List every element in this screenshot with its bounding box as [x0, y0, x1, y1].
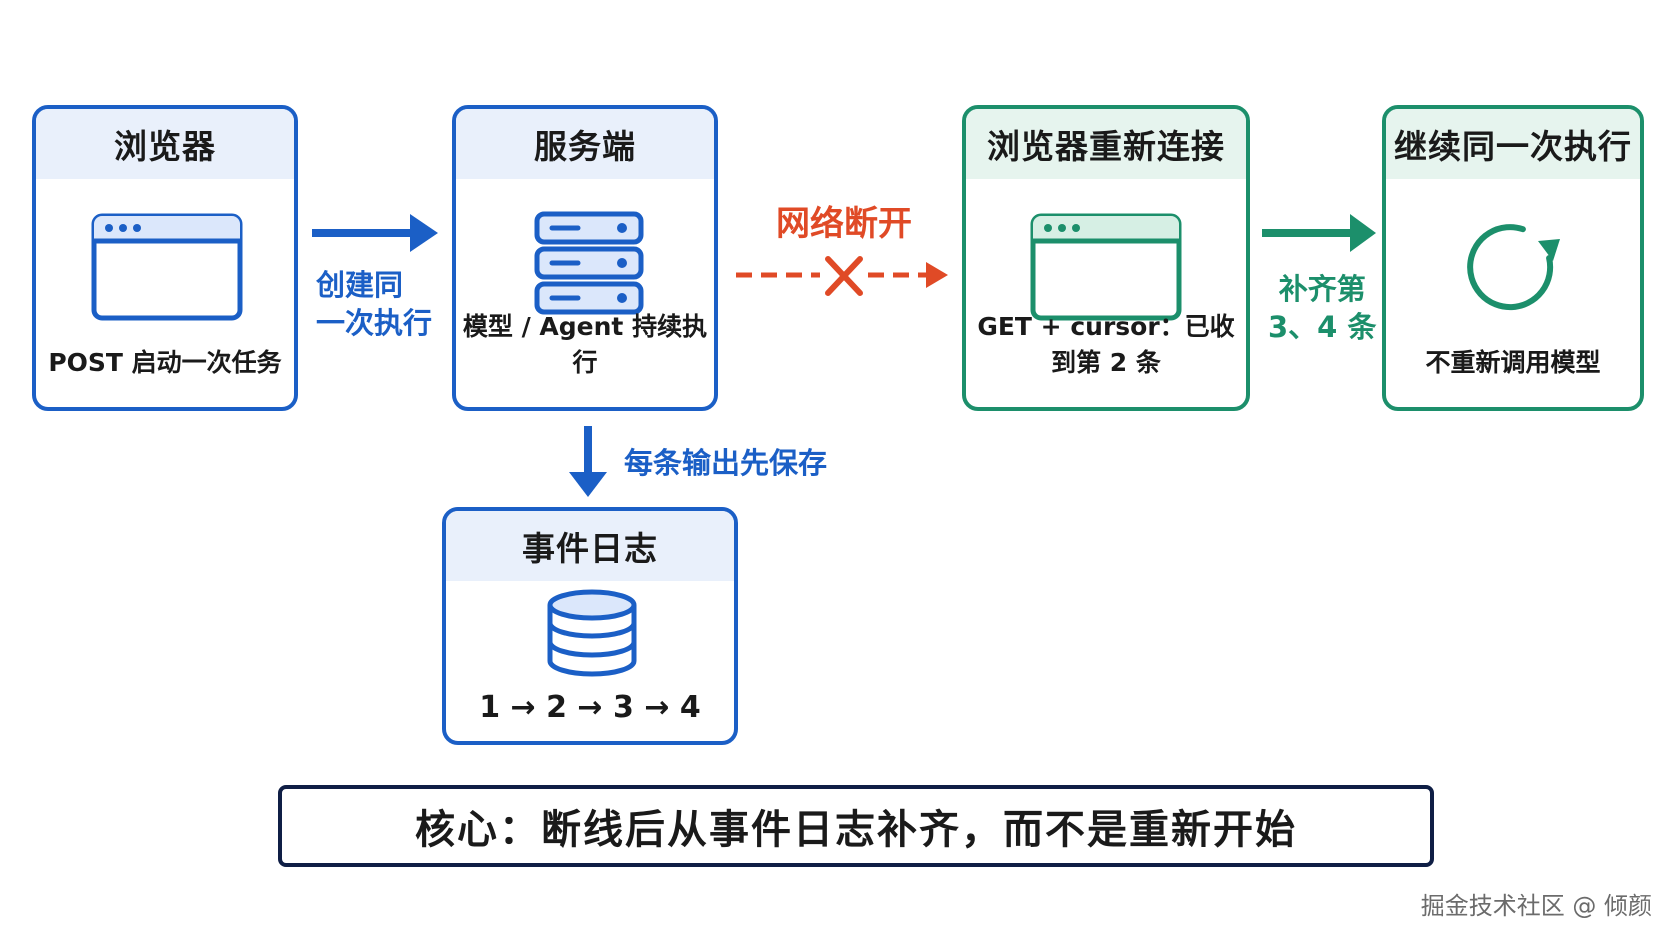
create-arrow-label: 创建同 一次执行 — [316, 266, 432, 342]
browser-window-icon — [91, 213, 243, 321]
database-icon — [547, 589, 637, 677]
disconnect-label: 网络断开 — [776, 204, 912, 244]
disconnect-arrow-head — [926, 262, 948, 288]
core-takeaway-banner: 核心：断线后从事件日志补齐，而不是重新开始 — [278, 785, 1434, 867]
reconnect-box-title: 浏览器重新连接 — [966, 109, 1246, 179]
server-stack-icon — [534, 211, 644, 315]
event-log-sequence: 1 → 2 → 3 → 4 — [479, 690, 701, 725]
core-takeaway-text: 核心：断线后从事件日志补齐，而不是重新开始 — [415, 807, 1297, 853]
fill-arrow-label-line-1: 补齐第 — [1278, 272, 1366, 306]
save-arrow-label: 每条输出先保存 — [624, 446, 828, 480]
fill-arrow-head — [1350, 214, 1376, 252]
continue-box-title: 继续同一次执行 — [1386, 109, 1640, 179]
server-box-caption: 模型 / Agent 持续执行 — [462, 312, 708, 377]
disconnect-x-icon — [825, 256, 863, 296]
continue-box: 继续同一次执行 不重新调用模型 — [1382, 105, 1644, 411]
browser-box-caption: POST 启动一次任务 — [48, 348, 282, 377]
create-arrow-label-line-1: 创建同 — [316, 268, 404, 302]
continue-box-caption: 不重新调用模型 — [1425, 348, 1601, 377]
browser-box: 浏览器 POST 启动一次任务 — [32, 105, 298, 411]
server-box-title: 服务端 — [456, 109, 714, 179]
server-box: 服务端 模型 / Agent 持续执行 — [452, 105, 718, 411]
create-arrow-label-line-2: 一次执行 — [316, 306, 433, 340]
event-log-box: 事件日志 1 → 2 → 3 → 4 — [442, 507, 738, 745]
save-arrow-head — [569, 472, 607, 497]
event-log-box-title: 事件日志 — [446, 511, 734, 581]
reconnect-box: 浏览器重新连接 GET + cursor：已收到第 2 条 — [962, 105, 1250, 411]
watermark: 掘金技术社区 @ 倾颜 — [1420, 892, 1652, 920]
fill-arrow-label: 补齐第 3、4 条 — [1268, 270, 1376, 346]
browser-window-icon — [1030, 213, 1182, 321]
browser-box-title: 浏览器 — [36, 109, 294, 179]
create-arrow-head — [410, 214, 438, 252]
fill-arrow-label-line-2: 3、4 条 — [1268, 310, 1377, 344]
refresh-icon — [1467, 224, 1560, 311]
reconnect-box-caption: GET + cursor：已收到第 2 条 — [977, 312, 1235, 377]
